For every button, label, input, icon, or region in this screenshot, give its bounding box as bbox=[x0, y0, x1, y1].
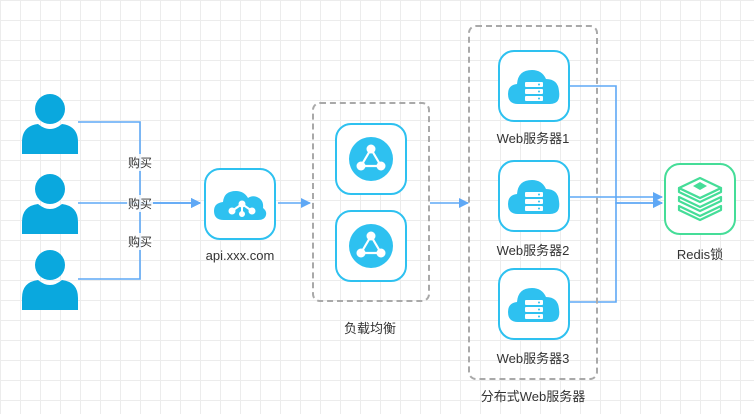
gateway-label: api.xxx.com bbox=[205, 248, 275, 263]
web-server-node bbox=[498, 50, 570, 122]
cloud-server-icon bbox=[508, 288, 560, 322]
load-balancer-node bbox=[335, 123, 407, 195]
web-group-label: 分布式Web服务器 bbox=[480, 389, 586, 404]
redis-stack-icon bbox=[677, 176, 723, 222]
web-server-node bbox=[498, 160, 570, 232]
load-balancer-group-label: 负载均衡 bbox=[343, 321, 397, 336]
share-network-icon bbox=[349, 224, 393, 268]
buy-label: 购买 bbox=[126, 195, 154, 212]
load-balancer-group bbox=[312, 102, 430, 302]
gateway-node bbox=[204, 168, 276, 240]
cloud-server-icon bbox=[508, 70, 560, 104]
web-server-label: Web服务器2 bbox=[496, 243, 570, 258]
load-balancer-node bbox=[335, 210, 407, 282]
share-network-icon bbox=[349, 137, 393, 181]
web-server-label: Web服务器3 bbox=[496, 351, 570, 366]
user-icon bbox=[22, 174, 78, 234]
redis-node bbox=[664, 163, 736, 235]
user-icon bbox=[22, 250, 78, 310]
buy-label: 购买 bbox=[126, 233, 154, 250]
edge-web3-redis bbox=[570, 198, 663, 303]
user-icon bbox=[22, 94, 78, 154]
web-server-label: Web服务器1 bbox=[496, 131, 570, 146]
cloud-server-icon bbox=[508, 180, 560, 214]
cloud-network-icon bbox=[214, 191, 267, 220]
buy-label: 购买 bbox=[126, 154, 154, 171]
redis-label: Redis锁 bbox=[676, 247, 724, 262]
web-server-node bbox=[498, 268, 570, 340]
web-server-group bbox=[468, 25, 598, 380]
